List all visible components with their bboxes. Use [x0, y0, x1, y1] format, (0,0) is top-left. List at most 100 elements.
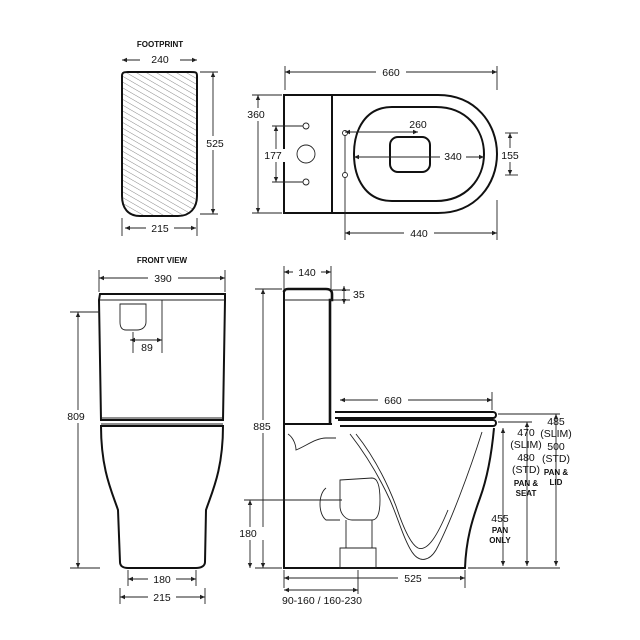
dimension-arrowhead: [200, 594, 205, 600]
dimension-arrowhead: [220, 275, 225, 281]
dimension-arrowhead: [507, 170, 513, 175]
side-pan-seat-label-2: SEAT: [516, 489, 537, 498]
dimension-arrowhead: [210, 209, 216, 214]
dimension-arrowhead: [157, 337, 162, 343]
dimension-arrowhead: [75, 312, 81, 317]
dimension-arrowhead: [255, 208, 261, 213]
front-view: FRONT VIEW 390 89 809 180: [62, 256, 226, 604]
side-seat-length-label: 660: [384, 395, 402, 407]
side-pan-lid-label-2: LID: [550, 478, 563, 487]
side-trap-inner: [355, 433, 449, 549]
plan-cistern-depth-label: 360: [247, 109, 265, 121]
plan-pan-fixing: [342, 172, 348, 178]
side-pan-seat-slim-value: 470: [517, 427, 535, 439]
plan-bowl-spacing-label: 260: [409, 119, 427, 131]
plan-fixing-spacing-label: 177: [264, 150, 282, 162]
dimension-arrowhead: [122, 57, 127, 63]
dimension-arrowhead: [340, 397, 345, 403]
dimension-arrowhead: [255, 95, 261, 100]
dimension-arrowhead: [492, 230, 497, 236]
plan-seat-outline: [352, 106, 486, 202]
dimension-arrowhead: [130, 337, 135, 343]
dimension-arrowhead: [192, 57, 197, 63]
front-pan-body: [99, 425, 225, 569]
side-outlet-height-label: 180: [239, 528, 257, 540]
footprint-depth-label: 525: [206, 138, 224, 150]
plan-view: 660 360 177 260 340: [244, 66, 524, 240]
footprint-title: FOOTPRINT: [137, 40, 183, 49]
plan-cistern: [283, 94, 333, 214]
side-lid-thickness-label: 35: [353, 289, 365, 301]
dimension-arrowhead: [354, 154, 359, 160]
dimension-arrowhead: [487, 397, 492, 403]
dimension-arrowhead: [345, 129, 350, 135]
front-foot-width-label: 215: [153, 592, 171, 604]
dimension-arrowhead: [284, 587, 289, 593]
plan-bowl-outline: [332, 94, 499, 214]
dimension-arrowhead: [284, 575, 289, 581]
plan-fixing-hole: [302, 178, 310, 186]
dimension-arrowhead: [273, 177, 279, 182]
side-pan-lid-std-value: 500: [547, 441, 565, 453]
dimension-arrowhead: [341, 299, 347, 304]
dimension-arrowhead: [273, 126, 279, 131]
side-seat: [338, 419, 497, 427]
plan-seat-depth-label: 155: [501, 150, 519, 162]
footprint-top-width-label: 240: [151, 54, 169, 66]
side-cistern-depth-label: 140: [298, 267, 316, 279]
front-cistern-width-label: 390: [154, 273, 172, 285]
side-height-label: 885: [253, 421, 271, 433]
side-pan-lid-label-1: PAN &: [544, 468, 569, 477]
front-view-title: FRONT VIEW: [137, 256, 188, 265]
dimension-arrowhead: [260, 289, 266, 294]
dimension-arrowhead: [247, 563, 253, 568]
plan-flush-button: [296, 144, 316, 164]
front-button-offset-label: 89: [141, 342, 153, 354]
dimension-arrowhead: [191, 225, 196, 231]
dimension-arrowhead: [507, 133, 513, 138]
dimension-arrowhead: [479, 154, 484, 160]
dimension-arrowhead: [524, 561, 530, 566]
side-pan-seat-label-1: PAN &: [514, 479, 539, 488]
dimension-arrowhead: [500, 428, 506, 433]
side-base-length-label: 525: [404, 573, 422, 585]
dimension-arrowhead: [284, 269, 289, 275]
dimension-arrowhead: [524, 422, 530, 427]
footprint-view: FOOTPRINT 240 525 215: [121, 40, 228, 236]
side-pan-body: [283, 424, 495, 569]
dimension-arrowhead: [460, 575, 465, 581]
plan-seat-width-label: 340: [444, 151, 462, 163]
front-base-width-label: 180: [153, 574, 171, 586]
dimension-arrowhead: [125, 225, 130, 231]
side-cistern: [282, 287, 334, 424]
side-pan-only-label-1: PAN: [492, 526, 509, 535]
dimension-arrowhead: [553, 414, 559, 419]
dimension-arrowhead: [247, 500, 253, 505]
footprint-bottom-width-label: 215: [151, 223, 169, 235]
dimension-arrowhead: [492, 69, 497, 75]
dimension-arrowhead: [553, 561, 559, 566]
dimension-arrowhead: [500, 561, 506, 566]
dimension-arrowhead: [128, 576, 133, 582]
plan-fixing-hole: [302, 122, 310, 130]
footprint-outline: [121, 71, 198, 217]
side-outlet-connector: [339, 477, 381, 521]
side-set-out-label: 90-160 / 160-230: [282, 595, 362, 607]
front-height-label: 809: [67, 411, 85, 423]
dimension-arrowhead: [191, 576, 196, 582]
side-seat-lid: [335, 411, 497, 419]
plan-bowl-opening: [389, 136, 431, 173]
dimension-arrowhead: [353, 587, 358, 593]
side-pan-lid-std-tag: (STD): [542, 453, 570, 465]
dimension-arrowhead: [413, 129, 418, 135]
plan-overall-length-label: 660: [382, 67, 400, 79]
front-flush-button: [119, 303, 147, 331]
side-pan-seat-std-tag: (STD): [512, 464, 540, 476]
dimension-arrowhead: [120, 594, 125, 600]
side-view: 140 35 660 885: [236, 266, 572, 607]
dimension-arrowhead: [210, 72, 216, 77]
footprint-top-label-bg: [140, 54, 180, 66]
dimension-arrowhead: [345, 230, 350, 236]
dimension-arrowhead: [260, 563, 266, 568]
